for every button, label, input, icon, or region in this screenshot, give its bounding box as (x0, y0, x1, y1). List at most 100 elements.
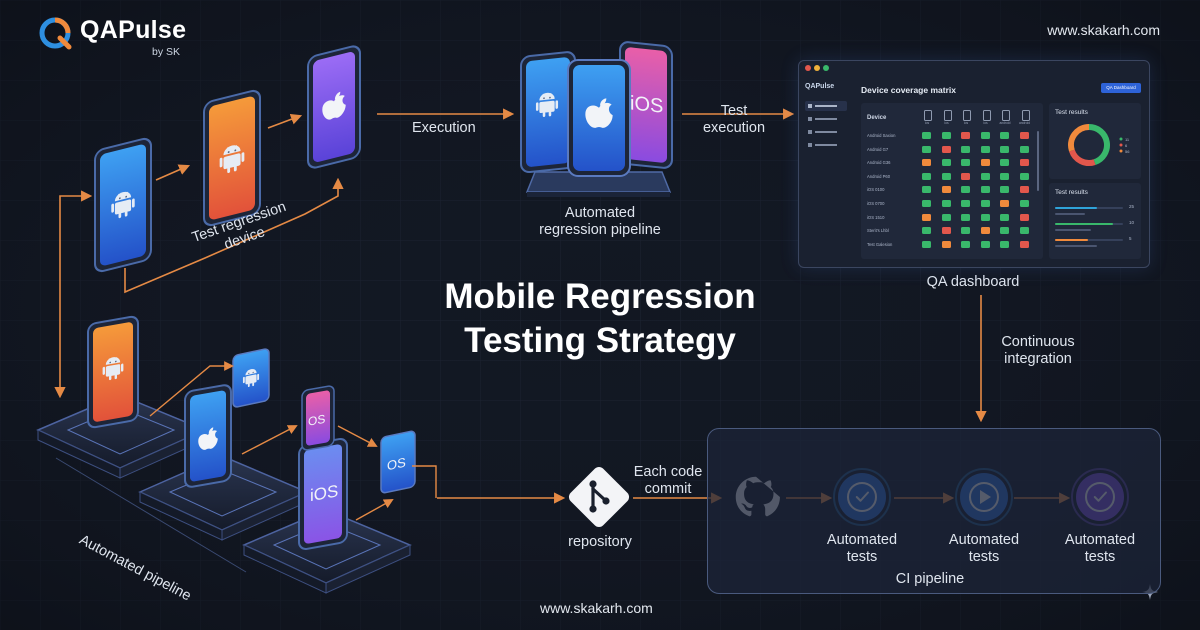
dashboard-sidebar (805, 101, 847, 147)
matrix-cell (980, 145, 990, 153)
matrix-cell (980, 186, 990, 194)
dashboard-title: Device coverage matrix (861, 85, 956, 95)
matrix-cell (961, 172, 970, 180)
progress-value: 5 (1129, 236, 1132, 241)
progress-fill (1055, 239, 1088, 241)
matrix-column-label: android (1019, 121, 1030, 125)
matrix-cell (1000, 172, 1009, 180)
matrix-cell (961, 159, 970, 167)
qapulse-logo-icon (39, 17, 72, 50)
progress-value: 25 (1129, 204, 1135, 209)
matrix-cell (941, 240, 951, 248)
matrix-cell (1000, 132, 1009, 139)
matrix-column-label: ios (963, 121, 969, 125)
phone-android-blue (94, 137, 152, 273)
ios-label: iOS (630, 92, 663, 117)
donut-slice (1068, 124, 1090, 152)
label-repository: repository (568, 534, 632, 550)
matrix-cell (961, 227, 970, 235)
matrix-cell (961, 213, 970, 221)
matrix-row-label: Sterit's Lhbl (867, 228, 889, 234)
matrix-cell (941, 172, 951, 180)
label-test-execution: Test execution (702, 103, 766, 136)
matrix-cell (1019, 240, 1029, 248)
progress-fill (1055, 207, 1098, 209)
matrix-cell (980, 132, 990, 139)
matrix-cell (941, 159, 951, 167)
qa-dashboard-window[interactable]: QAPulse Device coverage matrix QA Dashbo… (798, 60, 1150, 268)
matrix-cell (922, 132, 931, 139)
progress-track (1055, 207, 1123, 209)
matrix-row-label: Android P60 (867, 173, 891, 179)
phone-ios-platform: iOS (298, 438, 348, 550)
matrix-row-label: Android G36 (867, 160, 891, 166)
dashboard-titlebar (799, 61, 1149, 75)
matrix-column-device-icon (982, 110, 991, 121)
matrix-cell (961, 145, 970, 153)
phone-os-platform: OS (301, 385, 335, 451)
center-phone-stand: iOS (520, 41, 673, 197)
matrix-cell (941, 145, 951, 153)
matrix-cell (1019, 132, 1029, 139)
matrix-cell (941, 200, 951, 207)
close-dot (805, 65, 811, 71)
label-pipeline-center: Automated regression pipeline (539, 205, 661, 238)
label-each-code-commit: Each code commit (633, 464, 703, 497)
matrix-row-label: Android G7 (867, 146, 889, 152)
matrix-column-label: ios (924, 121, 930, 125)
matrix-header: Device (867, 115, 887, 121)
matrix-cell (1019, 227, 1029, 235)
minimize-dot (814, 65, 820, 71)
matrix-cell (980, 213, 990, 221)
progress-value: 10 (1129, 220, 1135, 225)
donut-legend-label: 56 (1125, 149, 1130, 154)
site-url-bottom[interactable]: www.skakarh.com (540, 600, 653, 616)
matrix-column-device-icon (924, 110, 932, 121)
matrix-cell (961, 200, 970, 207)
matrix-cell (941, 186, 951, 194)
donut-slice (1069, 149, 1096, 166)
os-label: OS (308, 412, 325, 429)
os-label: OS (387, 454, 406, 473)
matrix-cell (922, 145, 931, 153)
phone-ios-right: iOS (619, 41, 673, 169)
matrix-cell (1000, 159, 1009, 167)
matrix-cell (980, 172, 990, 180)
progress-subline (1055, 245, 1097, 247)
label-automated-tests-1: Automated tests (826, 532, 898, 565)
matrix-cell (961, 186, 970, 194)
matrix-column-device-icon (963, 110, 971, 121)
card-title-1: Test results (1055, 109, 1088, 116)
platform-3 (242, 509, 412, 594)
matrix-cell (941, 132, 951, 139)
matrix-row-label: iOS 1510 (867, 214, 885, 220)
matrix-row-label: iOS 0100 (867, 187, 885, 193)
donut-legend-dot (1119, 137, 1123, 141)
matrix-cell (980, 159, 990, 167)
label-continuous-integration: Continuous integration (1001, 334, 1075, 367)
matrix-cell (1019, 145, 1029, 153)
matrix-cell (922, 200, 931, 207)
matrix-column-device-icon (943, 110, 952, 121)
donut-legend-label: 11 (1125, 137, 1130, 142)
dashboard-button[interactable]: QA Dashboard (1101, 83, 1141, 93)
matrix-cell (941, 227, 951, 235)
platform-1 (36, 394, 207, 479)
phone-android-left (520, 51, 576, 174)
phone-android-orange (203, 89, 261, 227)
floating-os-tile: OS (380, 430, 416, 494)
brand-name: QAPulse (80, 16, 187, 44)
label-execution: Execution (412, 120, 476, 136)
platform-2 (138, 455, 309, 541)
progress-fill (1055, 223, 1113, 225)
brand-sub: by SK (152, 46, 181, 58)
bottom-left-platforms: iOS OS OS (36, 315, 437, 594)
matrix-scrollbar[interactable] (1037, 131, 1039, 191)
matrix-cell (1019, 159, 1029, 167)
progress-subline (1055, 229, 1091, 231)
matrix-cell (922, 186, 931, 194)
donut-legend-dot (1119, 143, 1123, 147)
site-url-top[interactable]: www.skakarh.com (1047, 22, 1160, 38)
